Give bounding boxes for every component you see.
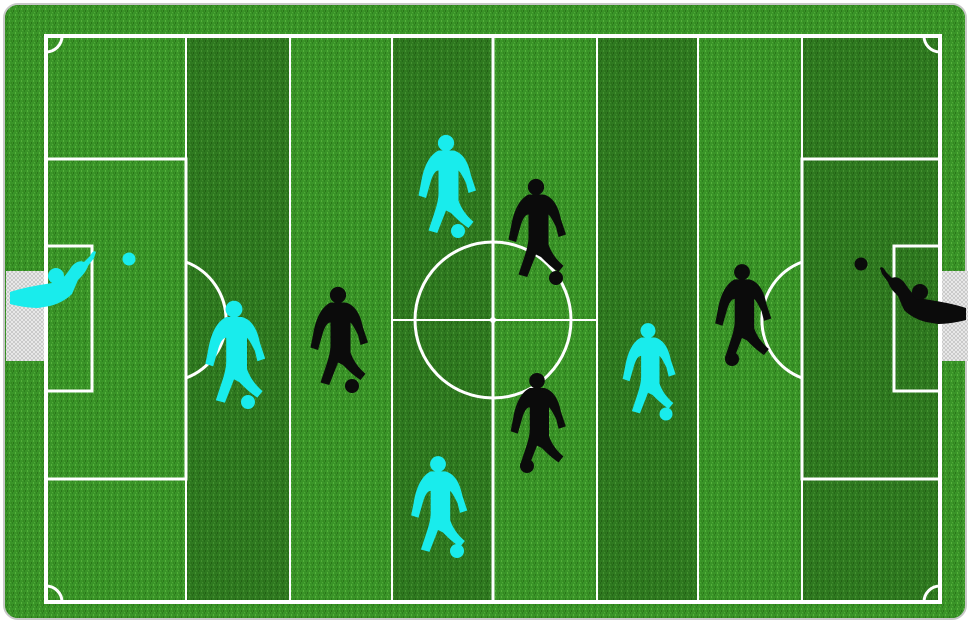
team-b-goalkeeper-ball[interactable] bbox=[855, 258, 868, 271]
center-spot bbox=[490, 317, 496, 323]
team-b-player-ball[interactable] bbox=[725, 352, 739, 366]
team-a-player-ball[interactable] bbox=[241, 395, 255, 409]
team-b-player-ball[interactable] bbox=[520, 459, 534, 473]
left-goal-net bbox=[6, 271, 46, 361]
team-a-player-ball[interactable] bbox=[660, 408, 673, 421]
team-b-player-ball[interactable] bbox=[549, 271, 563, 285]
team-a-player-ball[interactable] bbox=[450, 544, 464, 558]
team-a-player-ball[interactable] bbox=[451, 224, 465, 238]
team-a-goalkeeper-ball[interactable] bbox=[123, 253, 136, 266]
team-b-player-ball[interactable] bbox=[345, 379, 359, 393]
